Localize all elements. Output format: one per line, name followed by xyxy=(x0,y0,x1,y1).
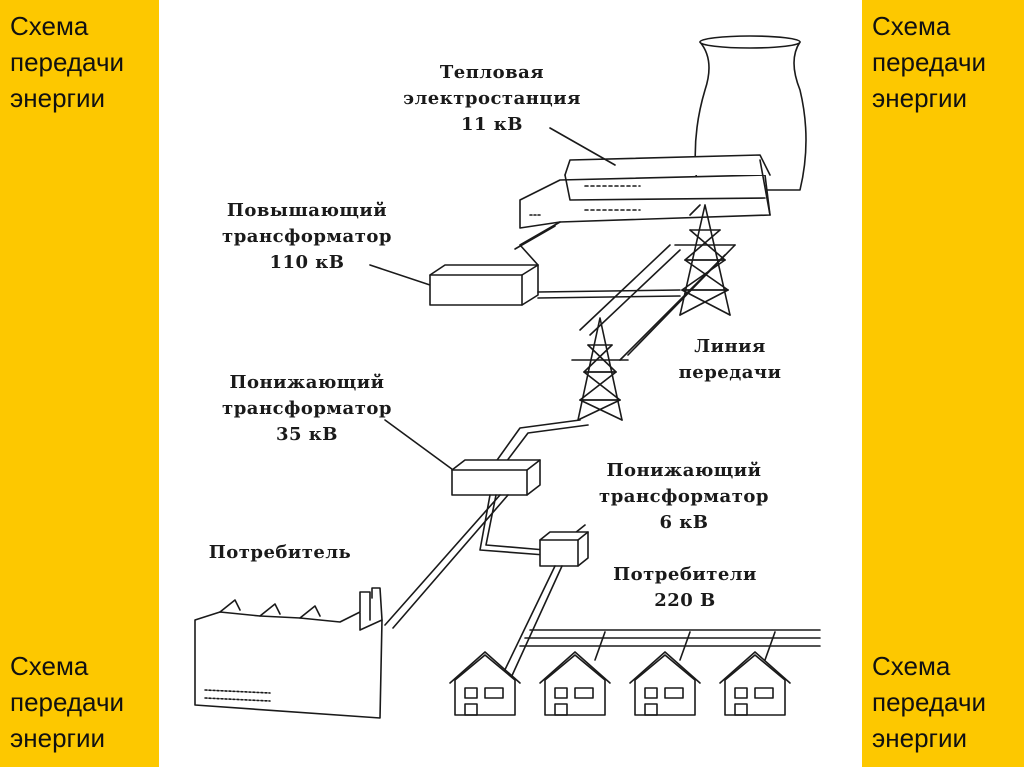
house-icon-4 xyxy=(719,651,791,716)
right-bottom-title: Схема передачи энергии xyxy=(872,651,987,753)
label-step-down-6-line1: Понижающий xyxy=(606,460,762,481)
diagram-drawing xyxy=(194,35,821,719)
left-top-title: Схема передачи энергии xyxy=(10,11,125,113)
label-line-line1: Линия xyxy=(694,336,766,357)
left-bottom-title: Схема передачи энергии xyxy=(10,651,125,753)
factory-icon xyxy=(194,587,383,719)
step-down-transformer-35-icon xyxy=(451,459,541,496)
power-plant-icon xyxy=(519,154,771,229)
label-step-down-6-line2: трансформатор xyxy=(599,486,769,507)
label-power-plant-line2: электростанция xyxy=(403,88,581,109)
energy-transmission-diagram: Тепловая электростанция 11 кВ Повышающий… xyxy=(160,0,862,767)
label-step-down-35-line1: Понижающий xyxy=(229,372,385,393)
label-consumers-line1: Потребители xyxy=(613,564,757,585)
house-icon-2 xyxy=(539,651,611,716)
right-top-title: Схема передачи энергии xyxy=(872,11,987,113)
pointer-plant xyxy=(549,127,616,166)
label-step-up-line2: трансформатор xyxy=(222,226,392,247)
label-consumers: Потребители 220 В xyxy=(590,562,780,614)
left-side-panel: Схема передачи энергии Схема передачи эн… xyxy=(0,0,159,767)
label-power-plant-line3: 11 кВ xyxy=(460,114,524,135)
label-power-plant-line1: Тепловая xyxy=(439,62,545,83)
label-step-up-line1: Повышающий xyxy=(226,200,388,221)
label-consumer-line1: Потребитель xyxy=(208,542,352,563)
label-line-line2: передачи xyxy=(678,362,782,383)
house-icon-3 xyxy=(629,651,701,716)
label-step-down-35-line2: трансформатор xyxy=(222,398,392,419)
step-up-transformer-icon xyxy=(429,264,539,306)
label-consumer: Потребитель xyxy=(190,540,370,566)
label-step-down-35: Понижающий трансформатор 35 кВ xyxy=(202,370,412,448)
step-down-transformer-6-icon xyxy=(539,531,589,567)
label-step-down-6: Понижающий трансформатор 6 кВ xyxy=(578,458,790,536)
house-icon-1 xyxy=(449,651,521,716)
label-consumers-line2: 220 В xyxy=(654,590,716,611)
label-power-plant: Тепловая электростанция 11 кВ xyxy=(382,60,602,138)
label-step-up: Повышающий трансформатор 110 кВ xyxy=(202,198,412,276)
pointer-stepdown35 xyxy=(384,419,461,476)
label-step-down-6-line3: 6 кВ xyxy=(659,512,709,533)
label-step-down-35-line3: 35 кВ xyxy=(275,424,339,445)
label-step-up-line3: 110 кВ xyxy=(269,252,345,273)
transmission-tower-icon-2 xyxy=(571,317,629,421)
label-transmission-line: Линия передачи xyxy=(660,334,800,386)
cooling-tower-icon xyxy=(694,35,807,191)
right-side-panel: Схема передачи энергии Схема передачи эн… xyxy=(862,0,1024,767)
